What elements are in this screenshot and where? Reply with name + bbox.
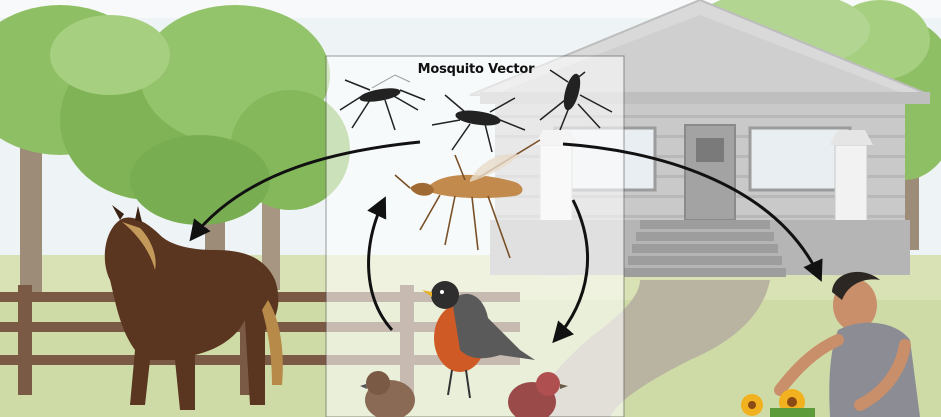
diagram-title: Mosquito Vector xyxy=(328,62,624,77)
